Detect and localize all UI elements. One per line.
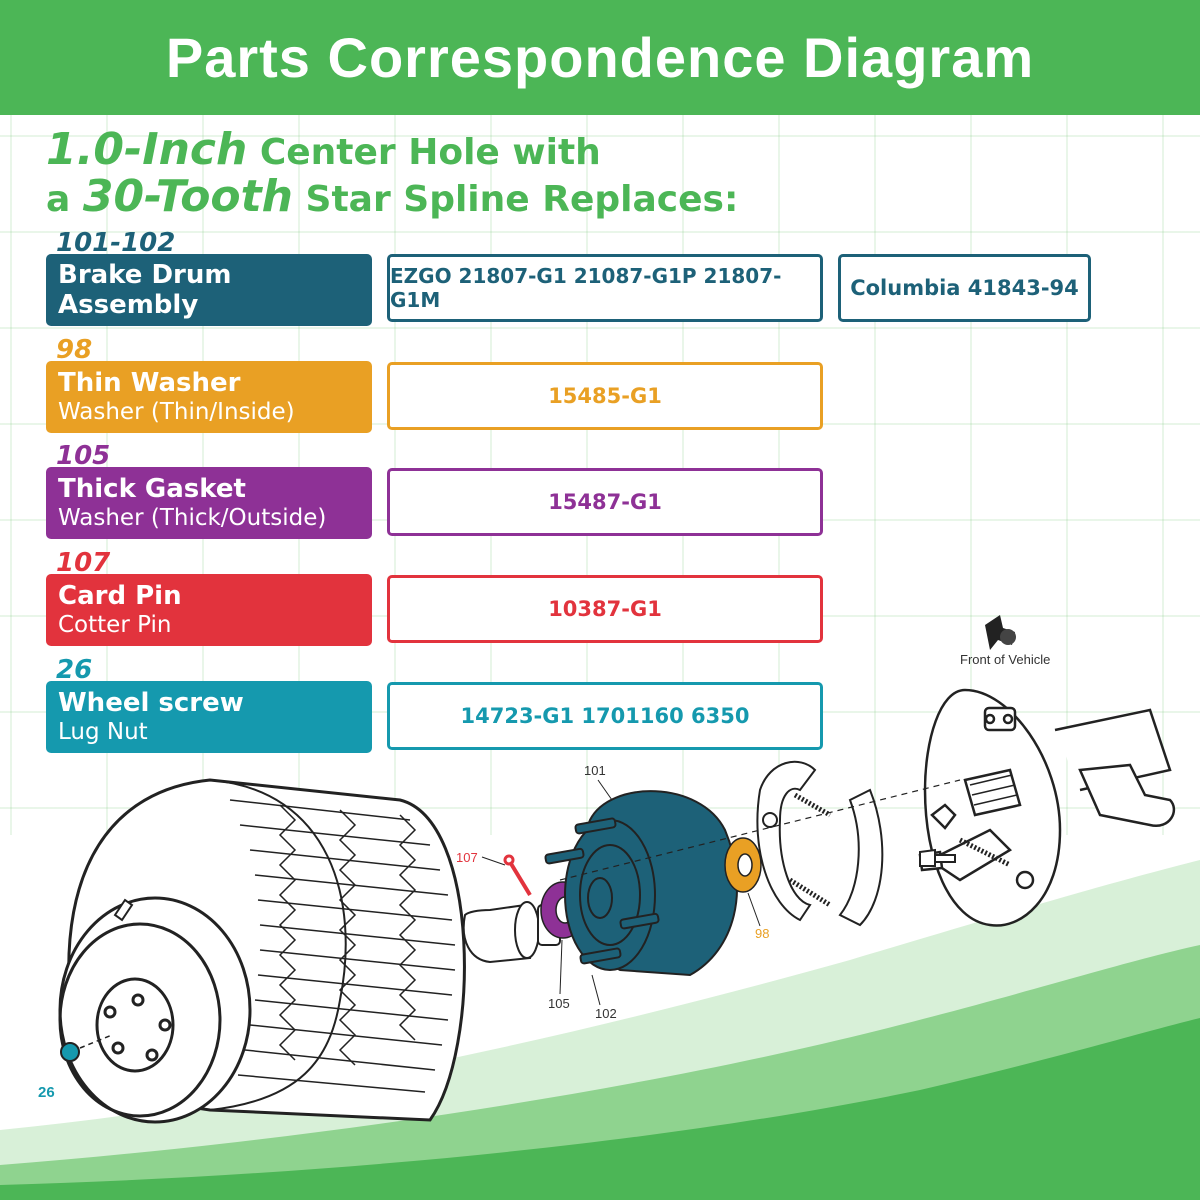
part-code-ezgo: EZGO 21807-G1 21087-G1P 21807-G1M bbox=[387, 254, 823, 322]
part-name: Thin Washer bbox=[58, 368, 241, 398]
part-number: 105 bbox=[56, 441, 111, 471]
callout-101: 101 bbox=[584, 763, 606, 778]
part-number: 26 bbox=[56, 655, 93, 685]
callout-26: 26 bbox=[38, 1084, 55, 1101]
callout-98: 98 bbox=[755, 926, 769, 941]
part-code: 14723-G1 1701160 6350 bbox=[387, 682, 823, 750]
front-of-vehicle-arrow-icon bbox=[985, 615, 1016, 650]
backing-bolt bbox=[919, 848, 956, 867]
backing-plate bbox=[918, 688, 1176, 927]
part-row-brake-drum: 101-102 Brake Drum Assembly EZGO 21807-G… bbox=[46, 230, 1146, 330]
headline-line-2: a 30-Tooth Star Spline Replaces: bbox=[46, 171, 739, 222]
part-number: 101-102 bbox=[56, 228, 176, 258]
part-name: Thick Gasket bbox=[58, 474, 246, 504]
part-desc: Washer (Thick/Outside) bbox=[58, 505, 327, 531]
headline-hole-size: 1.0-Inch bbox=[46, 124, 248, 175]
part-label-thin-washer: Thin Washer Washer (Thin/Inside) bbox=[46, 361, 372, 433]
part-name: Wheel screw bbox=[58, 688, 244, 718]
brake-shoes bbox=[756, 760, 884, 927]
part-row-thick-gasket: 105 Thick Gasket Washer (Thick/Outside) … bbox=[46, 443, 1146, 543]
thin-washer-highlight bbox=[724, 837, 762, 893]
headline-line-1: 1.0-Inch Center Hole with bbox=[46, 124, 601, 175]
part-label-brake-drum: Brake Drum Assembly bbox=[46, 254, 372, 326]
header-banner: Parts Correspondence Diagram bbox=[0, 0, 1200, 115]
part-label-cotter-pin: Card Pin Cotter Pin bbox=[46, 574, 372, 646]
part-desc: Lug Nut bbox=[58, 719, 148, 745]
part-label-lug-nut: Wheel screw Lug Nut bbox=[46, 681, 372, 753]
part-row-thin-washer: 98 Thin Washer Washer (Thin/Inside) 1548… bbox=[46, 337, 1146, 437]
part-code: 15487-G1 bbox=[387, 468, 823, 536]
part-number: 107 bbox=[56, 548, 111, 578]
wheel-rim bbox=[58, 896, 252, 1124]
dust-cap bbox=[462, 901, 540, 964]
part-label-thick-gasket: Thick Gasket Washer (Thick/Outside) bbox=[46, 467, 372, 539]
lug-nut-highlight bbox=[60, 1034, 113, 1062]
front-of-vehicle-label: Front of Vehicle bbox=[960, 652, 1050, 667]
part-code: 10387-G1 bbox=[387, 575, 823, 643]
part-number: 98 bbox=[56, 335, 93, 365]
headline-tooth-count: 30-Tooth bbox=[82, 171, 294, 222]
part-name: Brake Drum Assembly bbox=[58, 260, 232, 320]
page-title: Parts Correspondence Diagram bbox=[165, 26, 1035, 89]
part-name: Card Pin bbox=[58, 581, 182, 611]
assembly-axis bbox=[559, 779, 961, 881]
headline: 1.0-Inch Center Hole with a 30-Tooth Sta… bbox=[46, 128, 738, 222]
swoosh-dark bbox=[0, 1018, 1200, 1200]
part-code: 15485-G1 bbox=[387, 362, 823, 430]
callout-105: 105 bbox=[548, 996, 570, 1011]
brake-drum-highlight bbox=[544, 790, 738, 977]
callout-102: 102 bbox=[595, 1006, 617, 1021]
part-row-cotter-pin: 107 Card Pin Cotter Pin 10387-G1 bbox=[46, 550, 1146, 650]
part-code-columbia: Columbia 41843-94 bbox=[838, 254, 1091, 322]
part-row-lug-nut: 26 Wheel screw Lug Nut 14723-G1 1701160 … bbox=[46, 657, 1146, 757]
cotter-pin-highlight bbox=[503, 854, 532, 897]
part-desc: Washer (Thin/Inside) bbox=[58, 399, 295, 425]
part-desc: Cotter Pin bbox=[58, 612, 172, 638]
callout-107: 107 bbox=[456, 850, 478, 865]
